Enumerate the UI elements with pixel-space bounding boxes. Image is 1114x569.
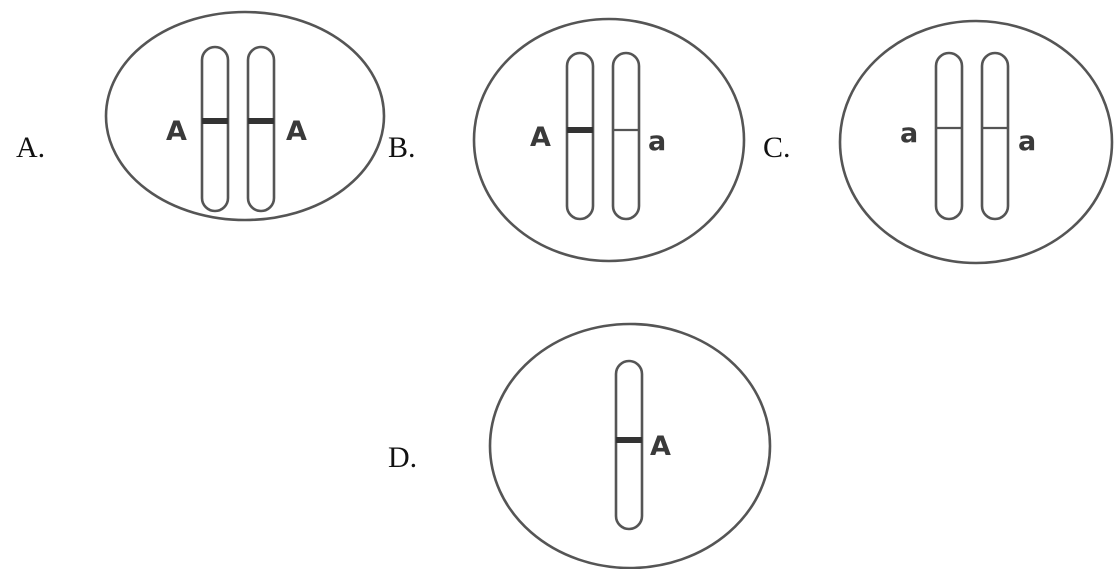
option-a-chromosome-2	[246, 45, 276, 213]
option-c-cell	[838, 19, 1114, 265]
option-c-chromosome-2	[980, 51, 1010, 221]
option-d-chromosome	[614, 359, 644, 531]
option-a-letter: A.	[16, 131, 45, 164]
option-b: B. A a	[388, 17, 746, 263]
option-d-letter: D.	[388, 441, 417, 474]
option-c-letter: C.	[763, 131, 791, 164]
option-b-allele-1: A	[530, 122, 551, 153]
option-b-chromosome-1	[565, 51, 595, 221]
option-c: C. a a	[763, 19, 1114, 265]
option-b-cell	[472, 17, 746, 263]
option-c-allele-1: a	[900, 118, 918, 149]
option-c-allele-2: a	[1018, 126, 1036, 157]
option-b-chromosome-2	[611, 51, 641, 221]
option-a: A. A A	[16, 10, 386, 222]
option-d-cell	[488, 322, 772, 569]
option-c-chromosome-1	[934, 51, 964, 221]
option-a-cell	[104, 10, 386, 222]
option-d-allele: A	[650, 431, 671, 462]
option-d: D. A	[388, 322, 772, 569]
option-a-allele-2: A	[286, 116, 307, 147]
option-a-allele-1: A	[166, 116, 187, 147]
option-b-allele-2: a	[648, 126, 666, 157]
option-b-letter: B.	[388, 131, 416, 164]
option-a-chromosome-1	[200, 45, 230, 213]
